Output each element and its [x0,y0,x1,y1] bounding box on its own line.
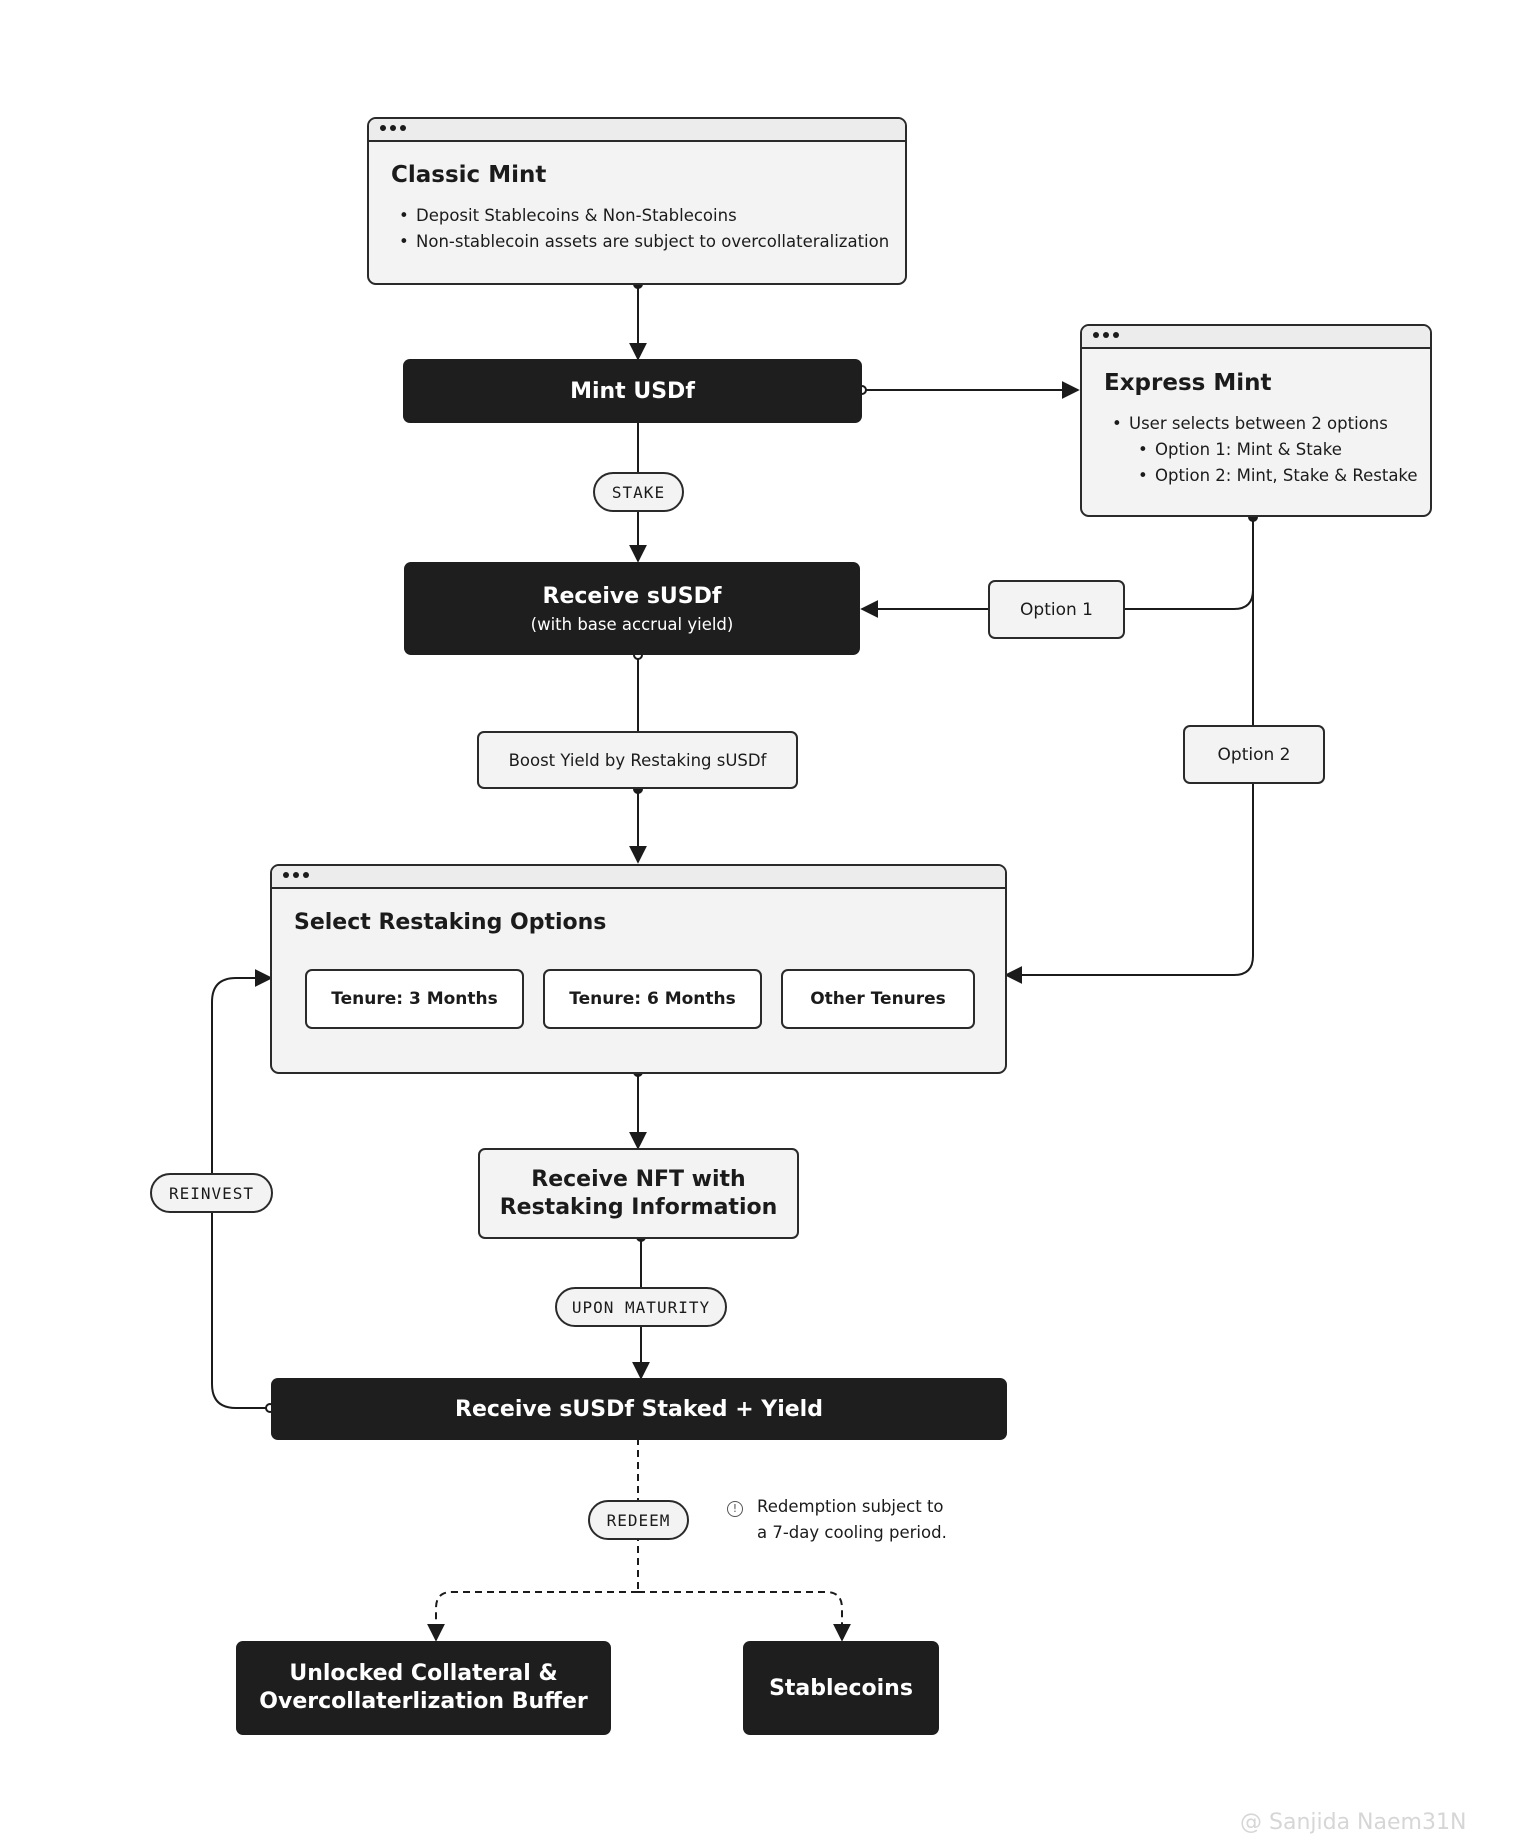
window-dots-icon [1093,332,1123,338]
receive-susdf-subtitle: (with base accrual yield) [530,614,734,634]
classic-mint-bullets: Deposit Stablecoins & Non-Stablecoins No… [399,203,889,255]
window-titlebar [272,866,1005,889]
tenure-6-months-option[interactable]: Tenure: 6 Months [543,969,762,1029]
tenure-3-months-option[interactable]: Tenure: 3 Months [305,969,524,1029]
express-mint-title: Express Mint [1104,370,1272,396]
express-mint-sub-1: Option 1: Mint & Stake [1138,437,1418,463]
classic-mint-bullet-2: Non-stablecoin assets are subject to ove… [399,229,889,255]
option-1-label: Option 1 [1020,599,1093,620]
tenure-6-months-label: Tenure: 6 Months [569,989,736,1009]
window-dots-icon [380,125,410,131]
stake-pill-label: STAKE [611,482,666,502]
classic-mint-card: Classic Mint Deposit Stablecoins & Non-S… [367,117,907,285]
option-2-label: Option 2 [1217,744,1291,765]
redemption-note-line-2: a 7-day cooling period. [757,1523,947,1542]
express-mint-card: Express Mint User selects between 2 opti… [1080,324,1432,517]
unlocked-line-2: Overcollaterlization Buffer [259,1689,588,1714]
other-tenures-option[interactable]: Other Tenures [781,969,975,1029]
receive-susdf-title: Receive sUSDf [542,583,722,609]
receive-nft-box: Receive NFT with Restaking Information [478,1148,799,1239]
classic-mint-title: Classic Mint [391,162,547,188]
watermark: @ Sanjida Naem31N [1240,1810,1467,1835]
upon-maturity-label: UPON MATURITY [571,1297,711,1317]
other-tenures-label: Other Tenures [810,989,946,1009]
info-icon: ! [727,1501,743,1517]
arrow-option2 [1004,590,1254,984]
unlocked-collateral-box: Unlocked Collateral & Overcollaterlizati… [236,1641,611,1735]
express-mint-bullet: User selects between 2 options [1112,411,1418,437]
redemption-note-line-1: Redemption subject to [757,1497,944,1516]
redeem-label: REDEEM [606,1510,671,1530]
window-titlebar [1082,326,1430,349]
redemption-note: Redemption subject to a 7-day cooling pe… [757,1494,947,1546]
arrow-redeem-left [427,1591,638,1642]
unlocked-line-1: Unlocked Collateral & [289,1661,558,1686]
express-mint-sub-2: Option 2: Mint, Stake & Restake [1138,463,1418,489]
stablecoins-label: Stablecoins [769,1675,913,1701]
window-dots-icon [283,872,313,878]
mint-usdf-label: Mint USDf [570,378,695,404]
window-titlebar [369,119,905,142]
stake-pill: STAKE [593,472,684,512]
redeem-pill: REDEEM [588,1500,689,1540]
reinvest-label: REINVEST [168,1183,255,1203]
arrow-redeem-right [638,1591,851,1642]
classic-mint-bullet-1: Deposit Stablecoins & Non-Stablecoins [399,203,889,229]
restaking-options-card: Select Restaking Options Tenure: 3 Month… [270,864,1007,1074]
staked-yield-label: Receive sUSDf Staked + Yield [455,1396,823,1422]
boost-yield-label: Boost Yield by Restaking sUSDf [508,750,767,770]
express-mint-bullets: User selects between 2 options Option 1:… [1112,411,1418,489]
stablecoins-box: Stablecoins [743,1641,939,1735]
boost-yield-box: Boost Yield by Restaking sUSDf [477,731,798,789]
option-2-box: Option 2 [1183,725,1325,784]
receive-susdf-box: Receive sUSDf (with base accrual yield) [404,562,860,655]
restaking-options-title: Select Restaking Options [294,910,607,935]
receive-nft-line-1: Receive NFT with [531,1166,746,1192]
tenure-3-months-label: Tenure: 3 Months [331,989,498,1009]
reinvest-pill: REINVEST [150,1173,273,1213]
staked-yield-box: Receive sUSDf Staked + Yield [271,1378,1007,1440]
upon-maturity-pill: UPON MATURITY [555,1287,727,1327]
receive-nft-line-2: Restaking Information [499,1194,778,1220]
mint-usdf-box: Mint USDf [403,359,862,423]
option-1-box: Option 1 [988,580,1125,639]
